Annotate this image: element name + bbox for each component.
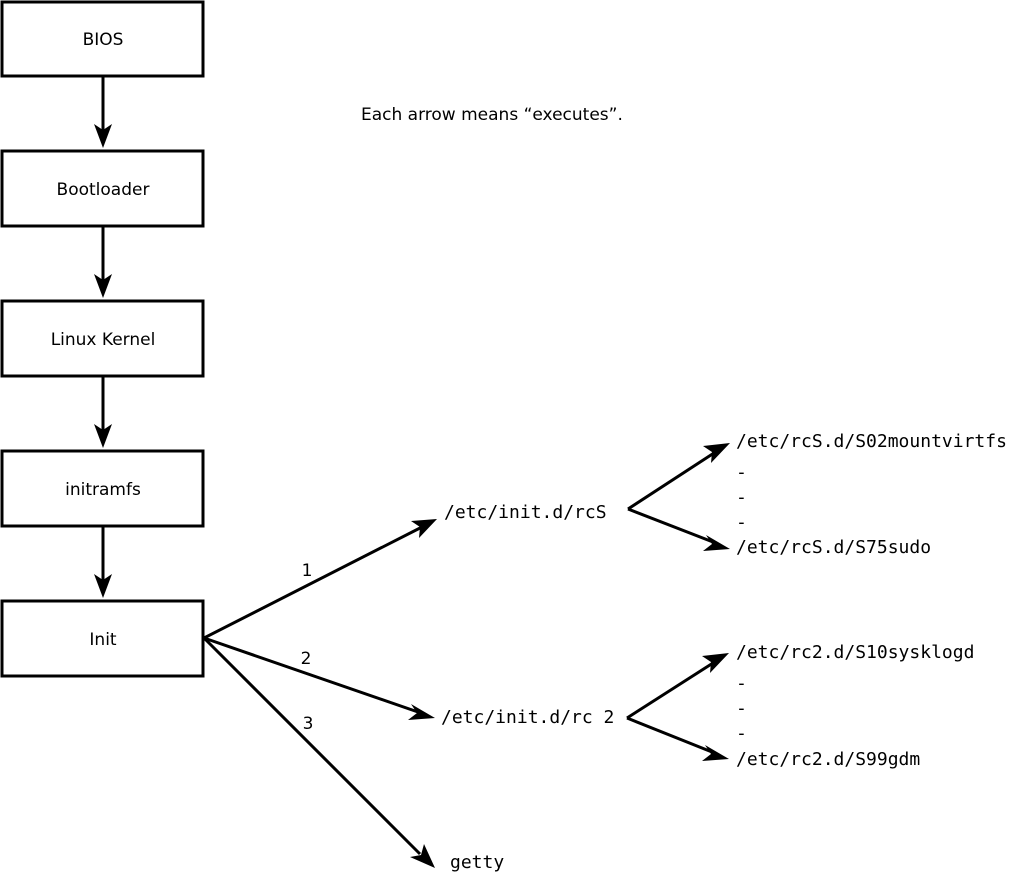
node-linux-kernel-label: Linux Kernel <box>51 330 156 350</box>
node-bootloader-label: Bootloader <box>57 180 150 200</box>
edge-init-to-rc2 <box>203 636 435 720</box>
edge-init-to-getty <box>202 636 435 868</box>
label-rc2-script: /etc/init.d/rc 2 <box>441 707 614 728</box>
label-rcs-first-child: /etc/rcS.d/S02mountvirtfs <box>736 431 1007 452</box>
rc2-ellipsis-dash: - <box>736 673 747 694</box>
edge-rcs-to-first-child <box>627 443 730 511</box>
edge-number-2: 2 <box>301 649 312 669</box>
label-rcs-last-child: /etc/rcS.d/S75sudo <box>736 537 931 558</box>
node-bios-label: BIOS <box>83 30 124 50</box>
node-linux-kernel[interactable]: Linux Kernel <box>0 299 205 378</box>
edge-rc2-to-last-child <box>626 716 729 761</box>
node-initramfs[interactable]: initramfs <box>0 449 205 528</box>
rc2-ellipsis-dash: - <box>736 698 747 719</box>
edge-initramfs-to-init <box>94 526 112 598</box>
rcs-ellipsis-dash: - <box>736 462 747 483</box>
node-init[interactable]: Init <box>0 599 205 678</box>
node-init-label: Init <box>89 630 117 650</box>
rcs-ellipsis-dash: - <box>736 512 747 533</box>
diagram-caption: Each arrow means “executes”. <box>361 105 623 125</box>
node-bootloader[interactable]: Bootloader <box>0 149 205 228</box>
rc2-ellipsis-dash: - <box>736 723 747 744</box>
label-rc2-last-child: /etc/rc2.d/S99gdm <box>736 749 920 770</box>
edge-number-3: 3 <box>303 714 314 734</box>
edge-rc2-to-first-child <box>626 653 729 720</box>
edge-rcs-to-last-child <box>627 507 730 551</box>
label-getty-script: getty <box>450 852 504 873</box>
node-bios[interactable]: BIOS <box>0 0 205 78</box>
edge-kernel-to-initramfs <box>94 376 112 448</box>
node-initramfs-label: initramfs <box>65 480 141 500</box>
edge-init-to-rcs <box>203 519 437 640</box>
rcs-ellipsis-dash: - <box>736 487 747 508</box>
edge-bios-to-bootloader <box>94 76 112 148</box>
label-rcs-script: /etc/init.d/rcS <box>444 502 607 523</box>
label-rc2-first-child: /etc/rc2.d/S10sysklogd <box>736 642 974 663</box>
edge-bootloader-to-kernel <box>94 226 112 298</box>
edge-number-1: 1 <box>302 561 313 581</box>
